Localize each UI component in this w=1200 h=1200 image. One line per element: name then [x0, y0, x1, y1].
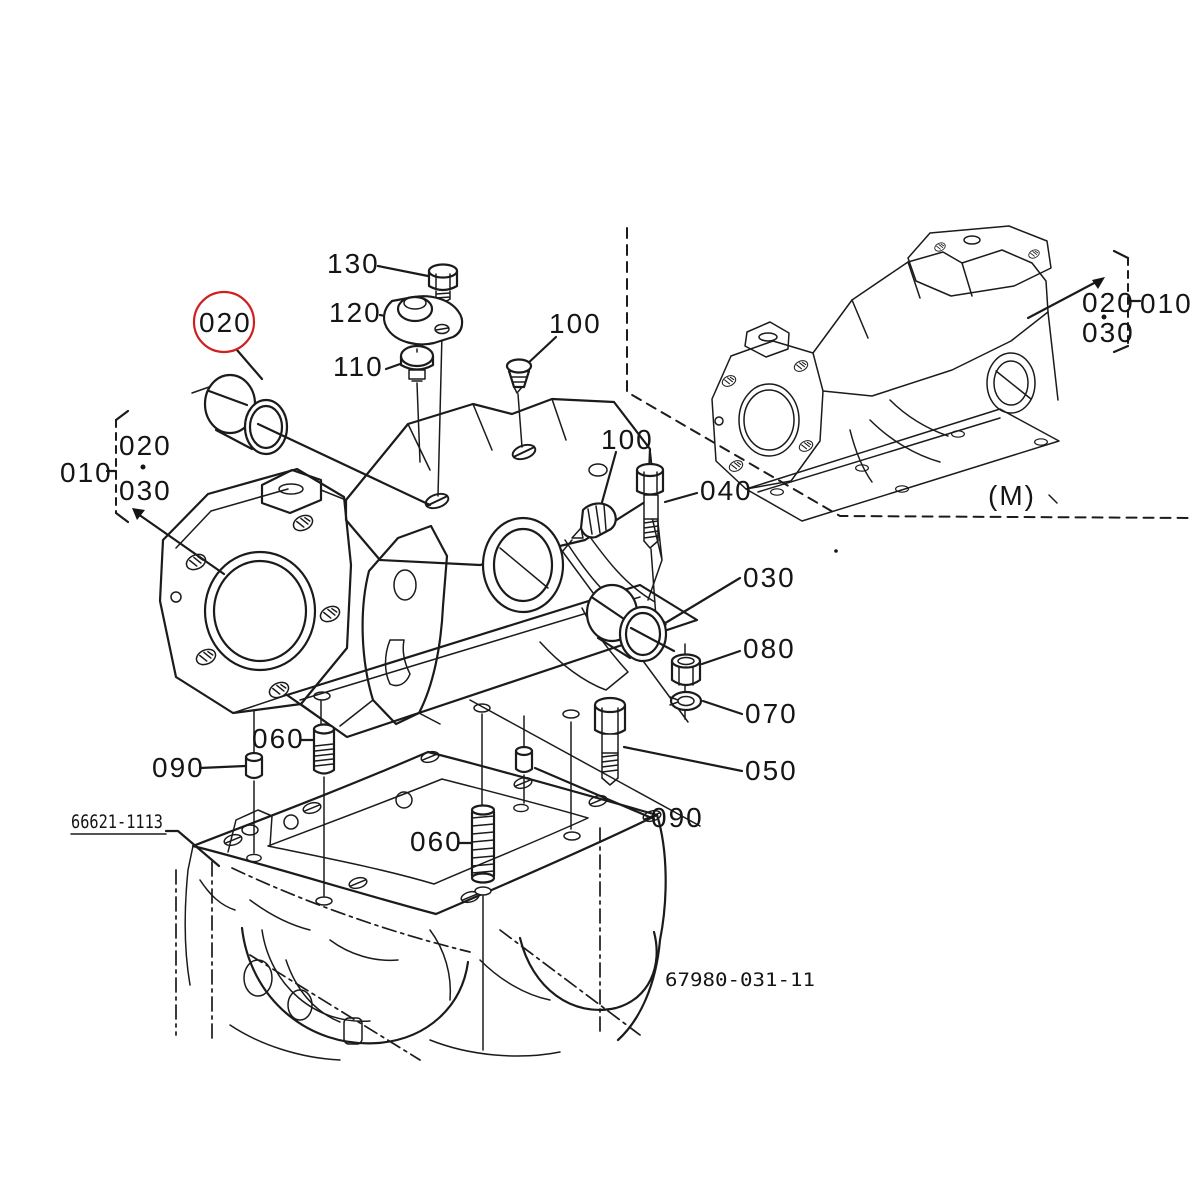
group-left-030: 030: [119, 475, 172, 506]
spring-060-bottom: [470, 804, 496, 896]
nut-080: [670, 653, 702, 687]
main-housing: [158, 397, 699, 739]
bolt-130: [427, 263, 459, 303]
callout-030-right: 030: [743, 562, 796, 593]
callout-110: 110: [333, 351, 384, 382]
bottom-case: [175, 547, 701, 1061]
assembly-axis-lines: [246, 299, 686, 1051]
right-group-bracket: [834, 249, 1142, 553]
stud-060-left: [312, 723, 336, 775]
callout-090-bottom: 090: [651, 802, 704, 833]
callout-080: 080: [743, 633, 796, 664]
drawing-root: 130 120 110 020 100 100 040 030 080 070 …: [60, 225, 1193, 1061]
callout-060-left: 060: [252, 723, 305, 754]
callout-020-circled: 020: [199, 307, 252, 338]
callout-040: 040: [700, 475, 753, 506]
callout-130: 130: [327, 248, 380, 279]
group-right-010: 010: [1140, 288, 1193, 319]
bushing-030: [585, 583, 676, 663]
clip-100-mid: [571, 502, 617, 539]
group-right-030: 030: [1082, 317, 1135, 348]
bolt-040: [635, 462, 665, 549]
bushing-020: [203, 373, 432, 507]
group-right-020: 020: [1082, 287, 1135, 318]
callout-100-top: 100: [549, 308, 602, 339]
pin-090-left: [244, 751, 264, 780]
callout-120: 120: [329, 297, 382, 328]
inset-marker: (M): [988, 480, 1036, 511]
cover-plate-120: [382, 295, 464, 346]
plug-110: [399, 344, 435, 382]
callout-050: 050: [745, 755, 798, 786]
highlight-circle: [192, 290, 256, 354]
pin-100-top: [505, 358, 533, 394]
left-group-bracket: [105, 409, 146, 524]
callout-090-left: 090: [152, 752, 205, 783]
hardware-parts: [203, 263, 703, 896]
callout-070: 070: [745, 698, 798, 729]
group-left-020: 020: [119, 430, 172, 461]
inset-housing: [626, 225, 1193, 522]
washer-070: [669, 690, 703, 712]
part-number: 66621-1113: [71, 811, 163, 833]
callout-labels: 130 120 110 020 100 100 040 030 080 070 …: [60, 248, 1193, 991]
bolt-050: [593, 696, 627, 786]
pin-090-bottom: [514, 745, 534, 774]
callout-100-mid: 100: [601, 424, 654, 455]
group-left-010: 010: [60, 457, 113, 488]
leader-lines: [70, 264, 744, 868]
figure-code: 67980-031-11: [665, 969, 815, 991]
callout-060-bottom: 060: [410, 826, 463, 857]
